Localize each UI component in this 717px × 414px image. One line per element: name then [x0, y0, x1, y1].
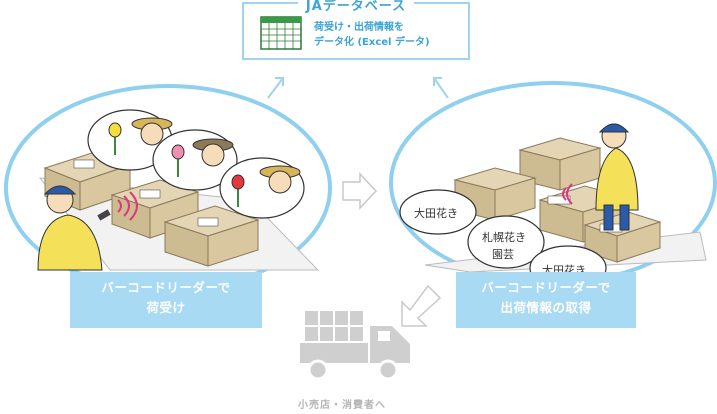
down-left-arrow-icon: [401, 284, 442, 327]
destination-label-2-line1: 札幌花き: [482, 231, 526, 244]
retail-consumer-label: 小売店・消費者へ: [298, 400, 386, 411]
right-arrow-icon: [342, 172, 378, 210]
receiving-label-line1: バーコードリーダーで: [101, 280, 231, 295]
shipping-label-line2: 出荷情報の取得: [500, 300, 592, 315]
worker-icon: [37, 185, 111, 271]
destination-label-2-line2: 園芸: [492, 248, 514, 261]
ja-database-line2: データ化 (Excel データ): [314, 37, 430, 48]
ja-database-box: JAデータベース 荷受け・出荷情報を データ化 (Excel データ): [242, 0, 470, 60]
up-arrow-right-icon: [433, 77, 449, 99]
receiving-label-line2: 荷受け: [146, 300, 186, 315]
up-arrow-left-icon: [267, 77, 284, 99]
shipping-label-line1: バーコードリーダーで: [481, 280, 611, 295]
cardboard-box: [163, 205, 260, 267]
worker-icon: [595, 123, 639, 231]
barcode-icon: [73, 159, 95, 169]
ja-database-title: JAデータベース: [297, 0, 415, 14]
destination-bubble: [399, 189, 607, 291]
shipping-scene: [389, 81, 717, 291]
shipping-label: バーコードリーダーで 出荷情報の取得: [456, 272, 636, 328]
barcode-icon: [547, 195, 571, 205]
receiving-scene: [4, 84, 332, 292]
scan-signal-icon: [562, 183, 573, 205]
ja-database-line1: 荷受け・出荷情報を: [314, 22, 404, 33]
truck-icon: [300, 311, 410, 381]
spreadsheet-icon: [260, 16, 302, 50]
tulip-icon: [108, 122, 245, 207]
receiving-label: バーコードリーダーで 荷受け: [70, 272, 262, 328]
barcode-icon: [139, 189, 161, 199]
destination-label-1: 大田花き: [414, 207, 458, 220]
scan-signal-icon: [117, 191, 138, 221]
farmer-icon: [131, 117, 301, 194]
barcode-icon: [197, 217, 219, 227]
